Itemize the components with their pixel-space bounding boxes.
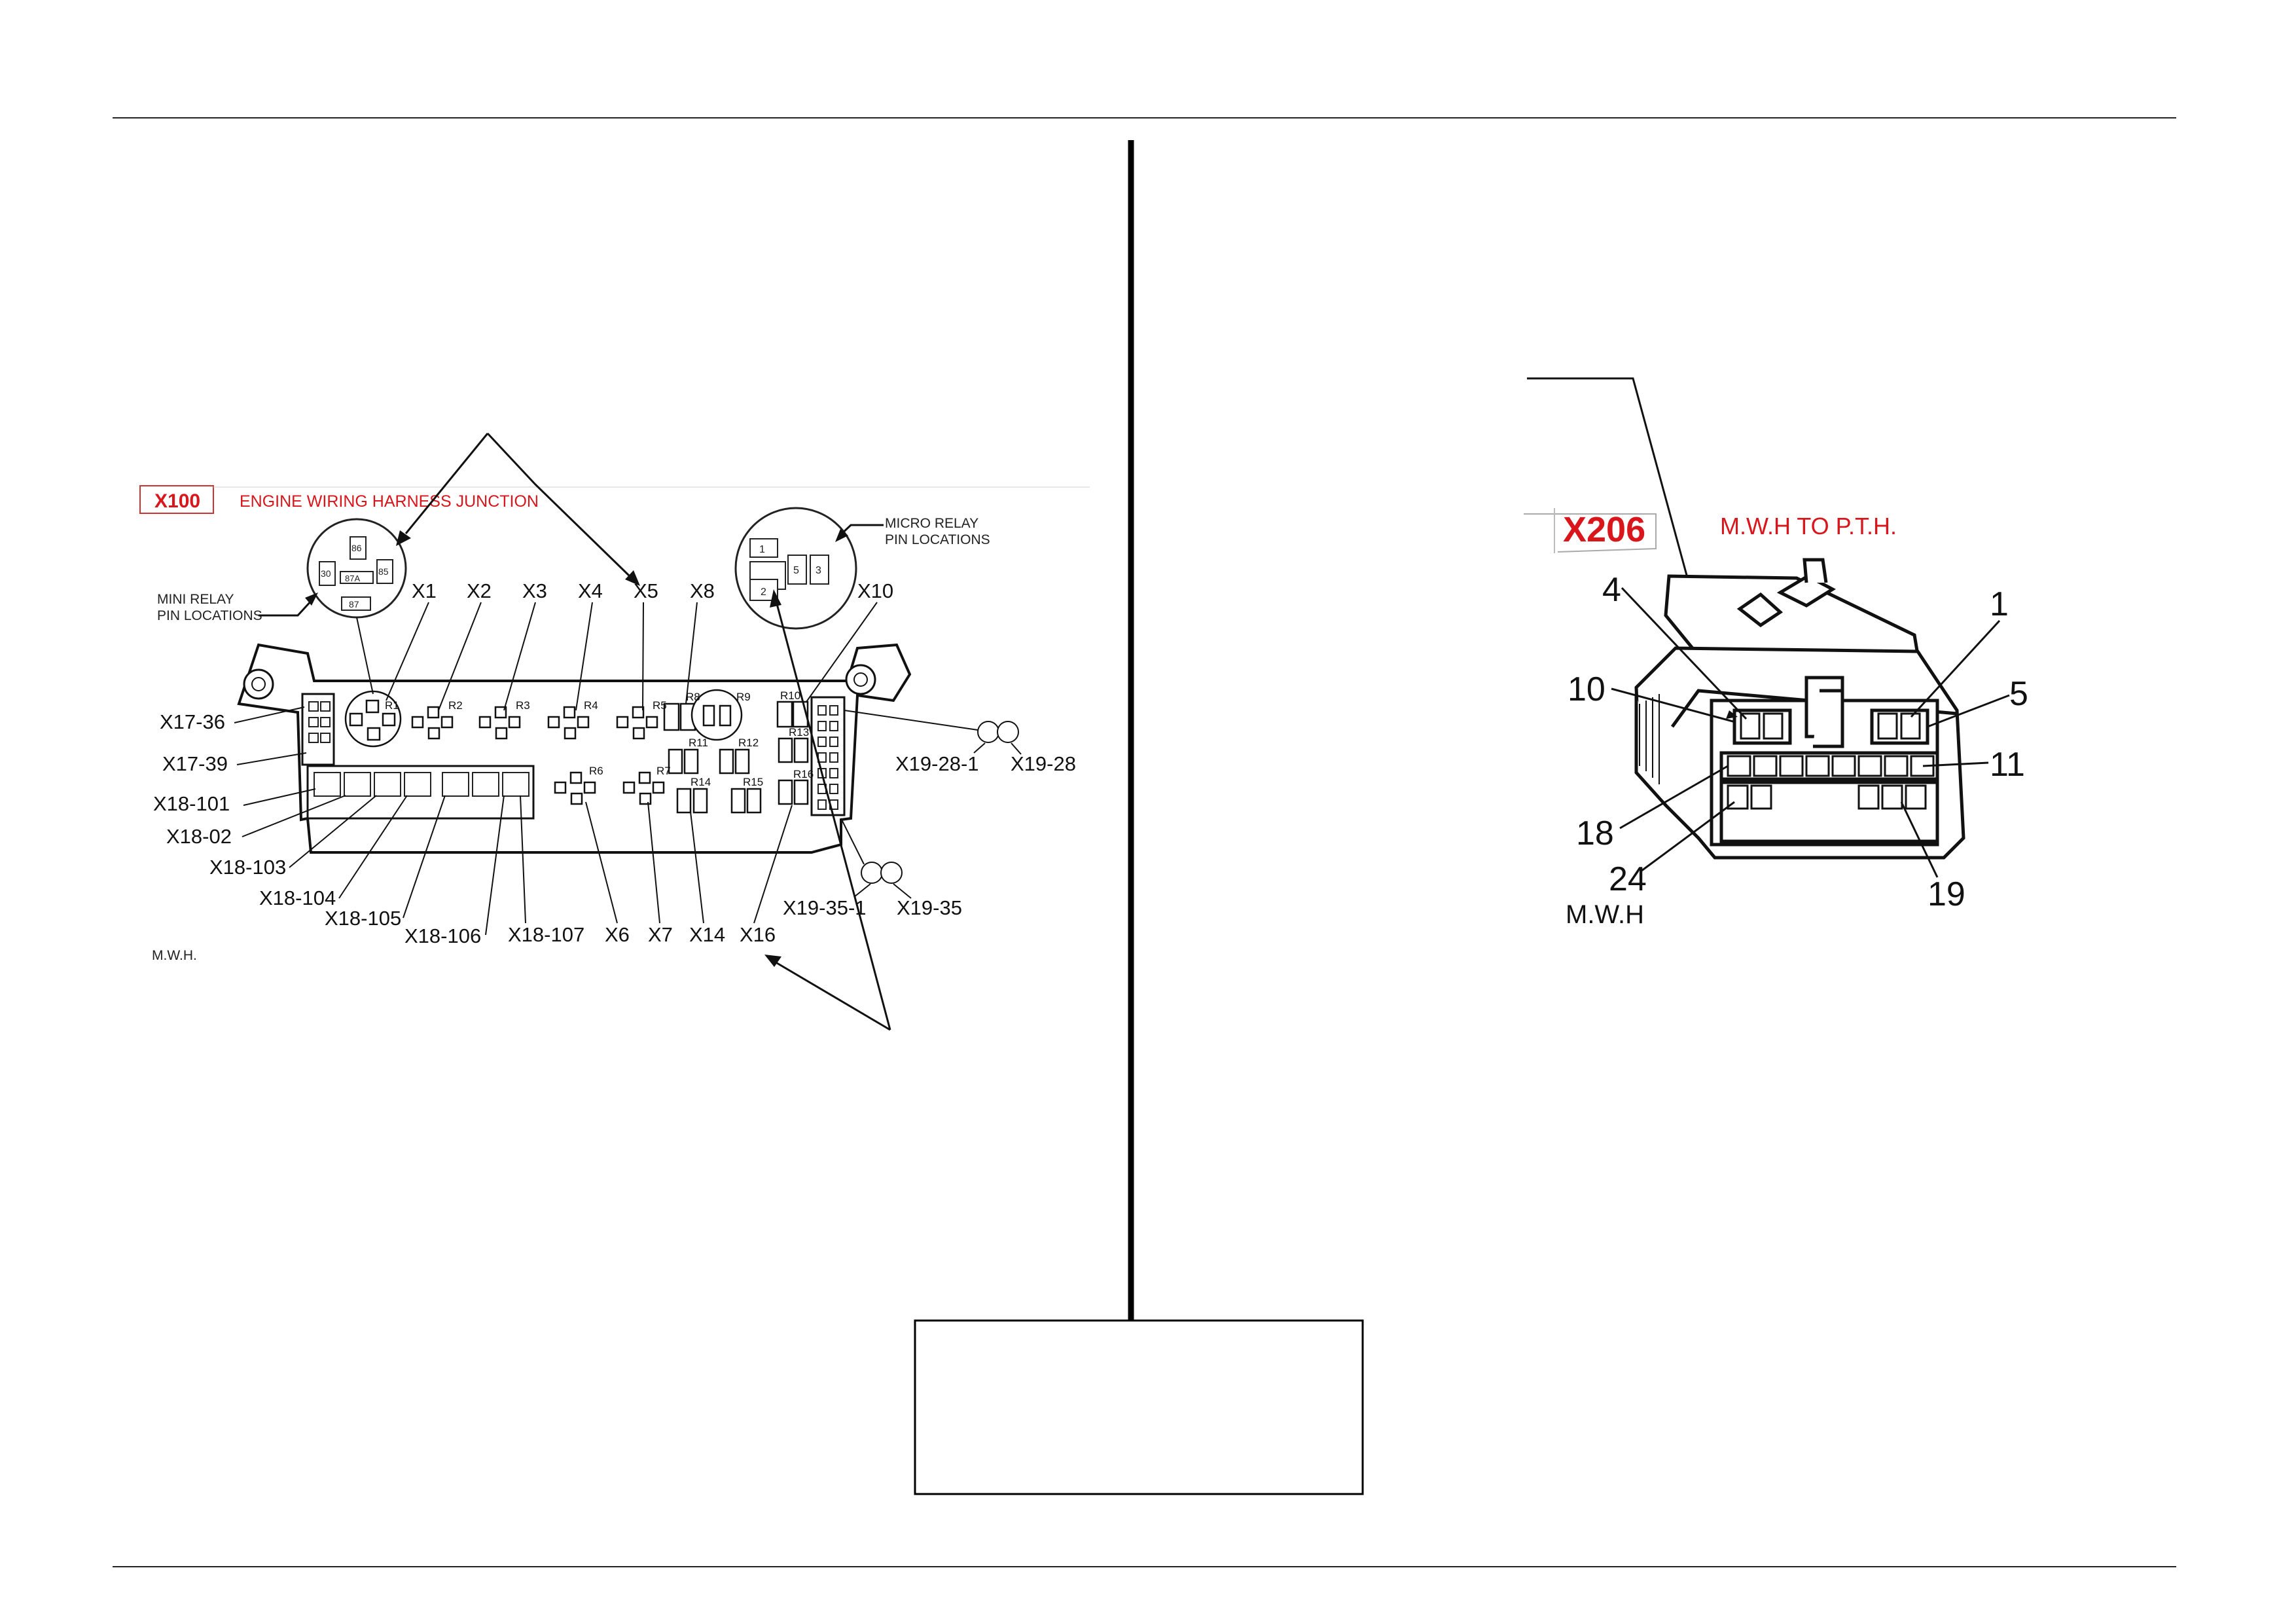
label-x7: X7 — [648, 923, 673, 946]
label-x18-104: X18-104 — [259, 886, 336, 909]
callout-arrows-bottom — [764, 589, 891, 1031]
relay-r10: R10 — [780, 689, 800, 702]
junction-box-body — [237, 643, 912, 854]
label-x3: X3 — [522, 579, 547, 602]
relay-r3: R3 — [516, 699, 530, 712]
label-x17-39: X17-39 — [162, 752, 228, 775]
label-x1: X1 — [412, 579, 437, 602]
pin-label-11: 11 — [1990, 746, 2025, 784]
x100-code: X100 — [154, 490, 200, 512]
relay-r9: R9 — [736, 691, 751, 703]
pin-label-19: 19 — [1928, 875, 1965, 913]
micro-relay-detail: 1 5 3 2 — [734, 507, 857, 630]
label-x14: X14 — [689, 923, 725, 946]
micro-pin-3: 3 — [816, 565, 821, 576]
right-footer: M.W.H — [1566, 900, 1644, 929]
pin-label-24: 24 — [1609, 860, 1647, 898]
mini-relay-detail: 30 86 85 87A 87 — [306, 518, 407, 619]
relay-r12: R12 — [738, 737, 759, 749]
x19-28-detail — [844, 710, 1022, 755]
pin-label-18: 18 — [1576, 814, 1614, 852]
label-x16: X16 — [740, 923, 776, 946]
label-x18-101: X18-101 — [153, 792, 230, 815]
relay-r8: R8 — [686, 691, 700, 703]
mini-pin-87: 87 — [349, 599, 359, 610]
mini-pin-87a: 87A — [345, 574, 360, 583]
relay-r13: R13 — [789, 726, 809, 739]
mini-pin-85: 85 — [378, 566, 389, 577]
label-x18-105: X18-105 — [325, 907, 401, 930]
mini-pin-86: 86 — [351, 543, 362, 553]
relay-r15: R15 — [743, 776, 763, 788]
label-x17-36: X17-36 — [160, 710, 225, 733]
relay-r5: R5 — [653, 699, 667, 712]
label-x19-28: X19-28 — [1011, 752, 1076, 775]
pin-label-1: 1 — [1990, 585, 2009, 623]
left-diagram: X100 ENGINE WIRING HARNESS JUNCTION 30 8… — [139, 432, 1090, 1031]
footer-box — [914, 1319, 1364, 1495]
x206-title: M.W.H TO P.T.H. — [1720, 513, 1897, 539]
label-x8: X8 — [690, 579, 715, 602]
relay-r6: R6 — [589, 765, 603, 777]
x100-code-box — [139, 485, 214, 514]
micro-pin-2: 2 — [761, 587, 766, 598]
label-x18-02: X18-02 — [166, 825, 232, 848]
micro-pin-5: 5 — [793, 565, 799, 576]
label-x19-35: X19-35 — [897, 896, 962, 919]
left-footer: M.W.H. — [152, 948, 197, 963]
pin-label-4: 4 — [1602, 571, 1621, 609]
label-x18-106: X18-106 — [404, 924, 481, 947]
pin-label-10: 10 — [1568, 670, 1605, 708]
label-x6: X6 — [605, 923, 630, 946]
relay-r7: R7 — [656, 765, 671, 777]
label-x19-28-1: X19-28-1 — [895, 752, 979, 775]
label-x18-107: X18-107 — [508, 923, 584, 946]
relay-r4: R4 — [584, 699, 598, 712]
relay-r16: R16 — [793, 768, 814, 780]
relay-r11: R11 — [689, 737, 708, 749]
relay-r2: R2 — [448, 699, 463, 712]
x19-35-detail — [840, 818, 912, 899]
label-x18-103: X18-103 — [209, 856, 286, 879]
micro-pin-1: 1 — [759, 544, 765, 555]
relay-sockets — [344, 689, 809, 814]
label-x4: X4 — [578, 579, 603, 602]
relay-r14: R14 — [691, 776, 711, 788]
pin-label-5: 5 — [2009, 675, 2028, 713]
label-x2: X2 — [467, 579, 492, 602]
label-x10: X10 — [857, 579, 893, 602]
mini-pin-30: 30 — [321, 568, 331, 579]
x100-title: ENGINE WIRING HARNESS JUNCTION — [240, 492, 539, 511]
callout-arrows-top — [396, 432, 640, 586]
label-x19-35-1: X19-35-1 — [783, 896, 867, 919]
relay-r1: R1 — [385, 699, 399, 712]
right-diagram: X206 M.W.H TO P.T.H. — [1524, 377, 2028, 929]
x206-code: X206 — [1563, 510, 1645, 549]
